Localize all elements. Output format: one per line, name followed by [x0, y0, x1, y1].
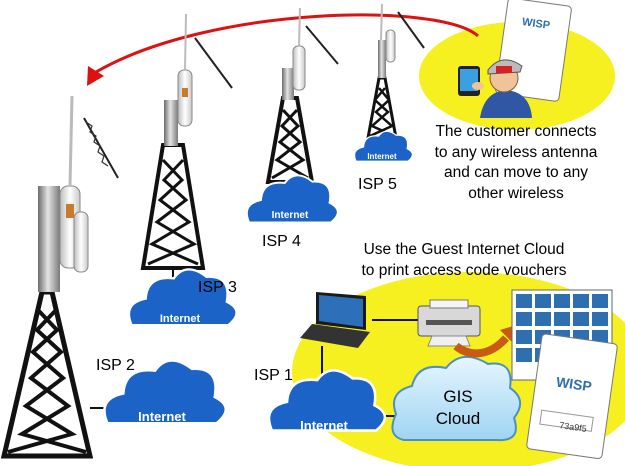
label-isp2: ISP 2: [96, 357, 135, 374]
callout-line-4: other wireless: [468, 184, 564, 202]
roaming-arrow: [95, 13, 479, 74]
tower-isp4-radio: [292, 45, 306, 91]
laptop: [300, 292, 370, 348]
label-isp1: ISP 1: [254, 367, 293, 384]
cloud-isp3-label: Internet: [159, 313, 201, 325]
voucher-card-bottom: [526, 333, 618, 459]
roaming-arrow-head: [87, 66, 104, 86]
cloud-isp5: [353, 130, 414, 162]
callout-line-3: and can move to any: [444, 164, 588, 181]
cloud-isp4: [245, 174, 339, 224]
printer: [417, 299, 481, 347]
gis-cloud-label: GIS Cloud: [416, 386, 500, 430]
cloud-isp2-label: Internet: [138, 409, 186, 424]
tower-large: [0, 95, 119, 459]
cloud-isp3: [127, 268, 238, 327]
cloud-isp4-label: Internet: [271, 210, 309, 221]
gis-cloud-shape: [391, 356, 521, 442]
cloud-isp5-label: Internet: [367, 152, 397, 161]
gis-label-line1: GIS: [443, 387, 473, 406]
caption-line-1: Use the Guest Internet Cloud: [363, 241, 565, 258]
cloud-isp1-label: Internet: [300, 418, 348, 433]
cloud-isp2: [103, 359, 228, 425]
tower-isp5-radio: [385, 29, 396, 63]
tower-isp3-radio: [177, 69, 193, 127]
gis-label-line2: Cloud: [435, 409, 481, 428]
tower-isp4: [265, 7, 339, 192]
callout-line-1: The customer connects: [435, 123, 597, 140]
cloud-isp1: [267, 369, 387, 432]
tower-isp3: [140, 13, 233, 286]
label-isp3: ISP 3: [198, 279, 237, 296]
customer-figure: [458, 59, 532, 118]
customer-callout: The customer connects to any wireless an…: [412, 122, 620, 204]
callout-line-2: to any wireless antenna: [434, 143, 598, 161]
label-isp4: ISP 4: [262, 233, 301, 250]
voucher-caption: Use the Guest Internet Cloud to print ac…: [334, 239, 594, 281]
tower-large-pole: [38, 186, 60, 292]
label-isp5: ISP 5: [358, 176, 397, 193]
caption-line-2: to print access code vouchers: [361, 262, 567, 279]
print-arrow: [453, 335, 509, 358]
